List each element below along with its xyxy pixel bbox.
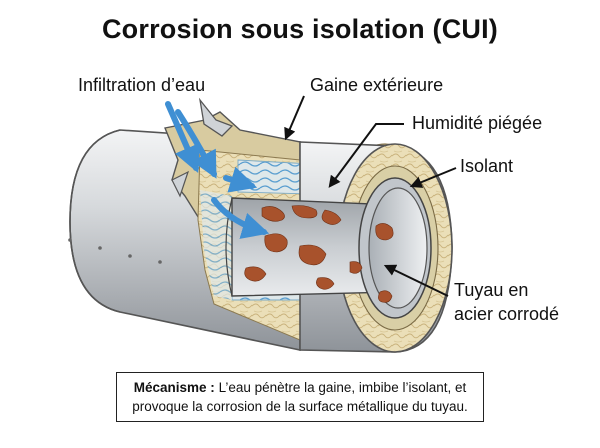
label-insulation: Isolant [460,156,513,176]
caption-line1: L’eau pénètre la gaine, imbibe l’isolant… [214,380,467,395]
rust-patches [244,205,394,303]
leader-lines [284,95,457,297]
caption-line2: provoque la corrosion de la surface méta… [132,399,468,414]
page-title: Corrosion sous isolation (CUI) [101,14,498,44]
label-water-infiltration: Infiltration d’eau [78,75,205,95]
label-pipe-line2: acier corrodé [454,304,559,324]
caption-bold-prefix: Mécanisme : [133,380,215,395]
mechanism-caption-box: Mécanisme : L’eau pénètre la gaine, imbi… [116,372,484,422]
water-arrows [165,101,270,239]
label-pipe-line1: Tuyau en [454,280,528,300]
label-outer-jacket: Gaine extérieure [310,75,443,95]
label-trapped-moisture: Humidité piégée [412,113,542,133]
